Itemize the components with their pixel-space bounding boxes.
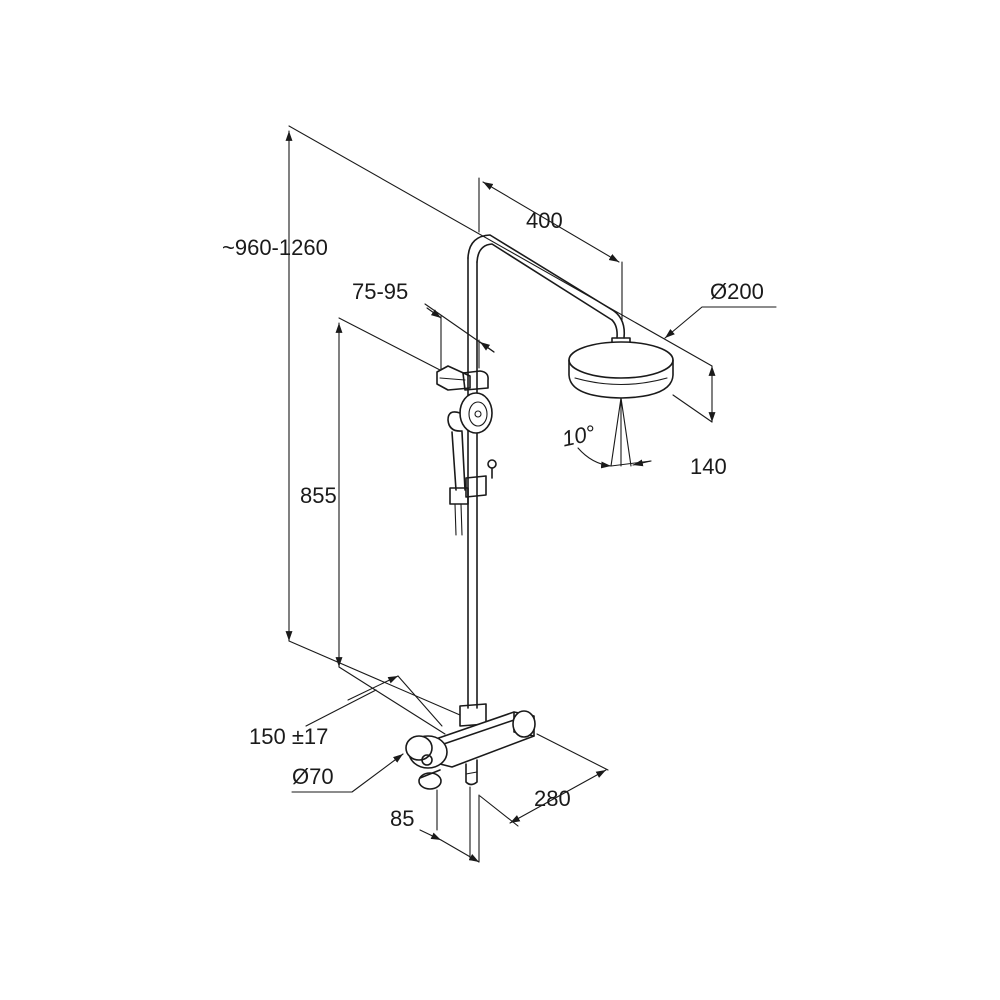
riser-rail [467,257,478,709]
temperature-knob [405,735,448,790]
label-projection: 85 [390,806,414,831]
dim-centers [305,675,443,727]
dim-body-width [479,733,609,827]
label-slider-range: 75-95 [352,279,408,304]
shower-product-outline [405,234,674,861]
label-total-height: ~960-1260 [222,235,328,260]
thermostat-mixer [429,710,536,861]
label-centers: 150 ±17 [249,724,328,749]
dim-head-diameter [664,306,777,339]
dim-total-height [285,125,713,716]
dim-rail-height [335,317,446,735]
dimension-lines [285,125,777,863]
label-rail-height: 855 [300,483,337,508]
rain-shower-head [568,341,674,399]
spray-cone [610,397,632,467]
shower-arm [467,234,626,339]
hand-shower [447,392,493,505]
label-knob-diameter: Ø70 [292,764,334,789]
label-head-height: 140 [690,454,727,479]
dim-projection [419,789,480,863]
dimension-labels: ~960-1260 400 75-95 Ø200 855 140 10° 150… [222,208,764,831]
dim-knob-diameter [291,753,404,793]
dim-slider-range [424,303,495,371]
label-head-diameter: Ø200 [710,279,764,304]
dim-arm-length [478,177,623,321]
shower-hose [454,503,463,536]
dim-spray-angle [577,447,652,469]
dim-head-height [672,365,716,423]
label-spray-angle: 10° [560,420,598,451]
label-arm-length: 400 [526,208,563,233]
rail-holder [465,459,497,498]
label-body-width: 280 [534,786,571,811]
slider-bracket [436,365,489,391]
